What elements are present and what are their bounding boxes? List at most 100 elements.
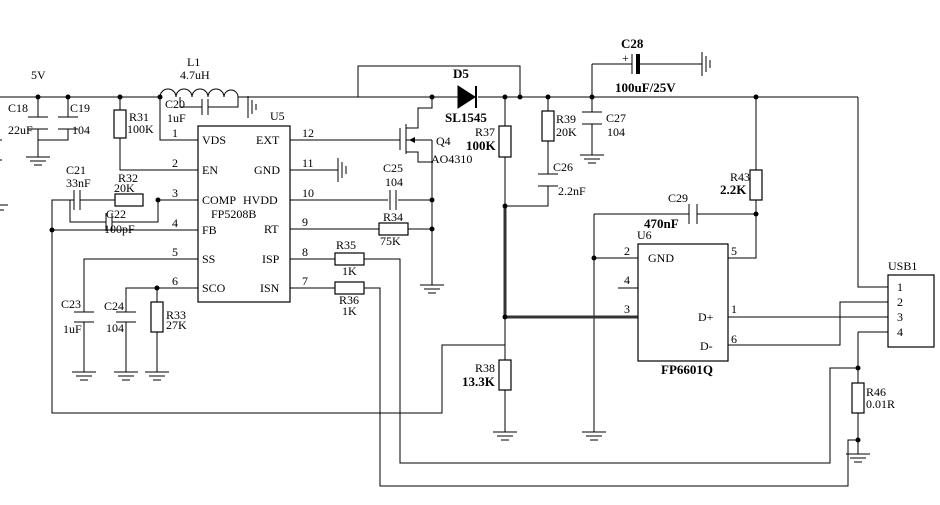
label-r37-value: 100K bbox=[466, 138, 497, 153]
u5-pin-ss: SS bbox=[202, 252, 215, 266]
u5-pin-num-6: 6 bbox=[172, 274, 178, 288]
label-c24: C24 bbox=[104, 299, 124, 313]
label-c22-value: 100pF bbox=[104, 222, 135, 236]
component-labels: 5V C18 22uF C19 104 L1 4.7uH C20 1uF R31… bbox=[8, 36, 917, 411]
u5-pin-fb: FB bbox=[202, 223, 217, 237]
label-q4-part: AO4310 bbox=[431, 152, 472, 166]
usb-pin-3: 3 bbox=[897, 310, 903, 324]
label-r39-value: 20K bbox=[556, 125, 577, 139]
label-c29-value: 470nF bbox=[644, 216, 679, 231]
capacitor-c26 bbox=[538, 173, 558, 187]
u5-pin-gnd: GND bbox=[254, 163, 280, 177]
label-c20-value: 1uF bbox=[167, 111, 186, 125]
label-r39: R39 bbox=[556, 112, 576, 126]
inductor-l1 bbox=[159, 88, 239, 98]
u5-pin-comp: COMP bbox=[202, 193, 236, 207]
label-c25: C25 bbox=[383, 161, 403, 175]
label-u6: U6 bbox=[637, 228, 652, 242]
u5-pin-num-2: 2 bbox=[172, 156, 178, 170]
label-r32: R32 bbox=[118, 171, 138, 185]
u5-pin-num-3: 3 bbox=[172, 186, 178, 200]
u6-pin-dplus: D+ bbox=[698, 310, 714, 324]
label-c20: C20 bbox=[165, 97, 185, 111]
chip-u5 bbox=[197, 125, 291, 303]
usb-connector bbox=[887, 274, 935, 348]
resistor-r35 bbox=[334, 252, 365, 266]
label-l1: L1 bbox=[187, 55, 200, 69]
u6-pin-gnd: GND bbox=[648, 251, 674, 265]
label-r35: R35 bbox=[336, 238, 356, 252]
label-r31: R31 bbox=[129, 110, 149, 124]
label-r36-value: 1K bbox=[342, 304, 357, 318]
u5-pin-num-4: 4 bbox=[172, 216, 178, 230]
resistor-r33 bbox=[150, 301, 164, 333]
label-c28: C28 bbox=[621, 36, 644, 51]
label-c22: C22 bbox=[106, 207, 126, 221]
u6-pin-num-3: 3 bbox=[624, 302, 630, 316]
u6-pin-num-6: 6 bbox=[731, 332, 737, 346]
label-u6-part: FP6601Q bbox=[661, 362, 713, 377]
label-r34: R34 bbox=[383, 210, 403, 224]
u5-pin-en: EN bbox=[202, 163, 218, 177]
u5-pin-rt: RT bbox=[264, 222, 279, 236]
u5-pin-ext: EXT bbox=[256, 133, 280, 147]
label-r46-value: 0.01R bbox=[866, 397, 895, 411]
junctions bbox=[35, 94, 861, 443]
label-c25-value: 104 bbox=[385, 175, 403, 189]
ground-symbols bbox=[0, 52, 870, 463]
u5-pin-isp: ISP bbox=[262, 252, 280, 266]
resistor-r31 bbox=[113, 109, 127, 139]
label-c28-plus: + bbox=[622, 51, 629, 65]
label-c26: C26 bbox=[553, 160, 573, 174]
label-c24-value: 104 bbox=[106, 321, 124, 335]
label-l1-value: 4.7uH bbox=[180, 68, 210, 82]
label-r46: R46 bbox=[866, 385, 886, 399]
u6-pin-num-4: 4 bbox=[624, 273, 630, 287]
label-r33: R33 bbox=[166, 308, 186, 322]
resistor-r34 bbox=[378, 222, 409, 236]
label-r36: R36 bbox=[339, 293, 359, 307]
resistor-r36 bbox=[334, 281, 365, 295]
label-r31-value: 100K bbox=[127, 122, 154, 136]
label-c21-value: 33nF bbox=[66, 176, 91, 190]
label-d5: D5 bbox=[453, 66, 469, 81]
label-r43-value: 2.2K bbox=[720, 182, 747, 197]
resistor-r39 bbox=[541, 110, 555, 142]
u5-pin-sco: SCO bbox=[202, 281, 226, 295]
label-u5-part: FP5208B bbox=[211, 207, 256, 221]
u5-pin-num-5: 5 bbox=[172, 245, 178, 259]
label-c27-value: 104 bbox=[607, 125, 625, 139]
label-u5: U5 bbox=[270, 109, 285, 123]
label-c23: C23 bbox=[61, 297, 81, 311]
label-usb1: USB1 bbox=[888, 259, 917, 273]
u5-pin-vds: VDS bbox=[202, 133, 226, 147]
capacitor-c21 bbox=[69, 190, 85, 210]
u5-pin-hvdd: HVDD bbox=[243, 193, 278, 207]
resistor-r32 bbox=[114, 193, 144, 207]
label-c29: C29 bbox=[668, 191, 688, 205]
u5-pin-num-7: 7 bbox=[302, 274, 308, 288]
mosfet-q4 bbox=[399, 118, 433, 163]
resistor-r43 bbox=[749, 169, 763, 201]
label-c21: C21 bbox=[66, 163, 86, 177]
label-c19-value: 104 bbox=[72, 123, 90, 137]
capacitor-c29 bbox=[688, 204, 698, 224]
label-c27: C27 bbox=[606, 111, 626, 125]
u5-pin-num-12: 12 bbox=[302, 126, 314, 140]
wires bbox=[0, 63, 888, 487]
label-r34-value: 75K bbox=[380, 234, 401, 248]
u5-pin-num-8: 8 bbox=[302, 245, 308, 259]
usb-pin-1: 1 bbox=[897, 280, 903, 294]
usb-pin-labels: 1 2 3 4 bbox=[897, 280, 903, 339]
label-c28-value: 100uF/25V bbox=[615, 80, 676, 95]
resistor-r46 bbox=[851, 382, 865, 414]
label-r37: R37 bbox=[475, 125, 495, 139]
label-5v: 5V bbox=[31, 68, 46, 82]
usb-pin-2: 2 bbox=[897, 295, 903, 309]
label-c18-value: 22uF bbox=[8, 123, 33, 137]
diode-d5 bbox=[455, 85, 477, 109]
resistor-r37 bbox=[498, 125, 512, 158]
label-c18: C18 bbox=[8, 101, 28, 115]
capacitor-c27 bbox=[582, 111, 602, 125]
